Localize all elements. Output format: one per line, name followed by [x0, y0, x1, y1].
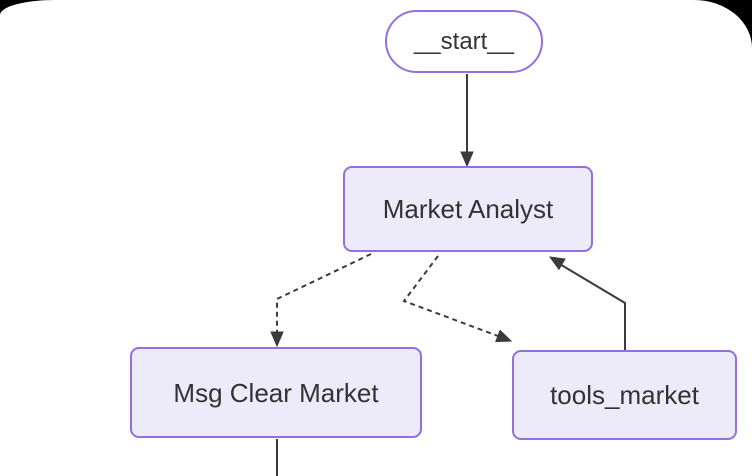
node-start: __start__	[385, 10, 543, 73]
edge-line	[276, 253, 372, 334]
edge-market-analyst-to-msg-clear-market	[270, 253, 372, 348]
edge-line	[557, 262, 626, 350]
node-market-analyst: Market Analyst	[343, 166, 593, 252]
arrowhead-down-icon	[270, 331, 284, 348]
edge-tools-market-to-market-analyst	[548, 256, 626, 350]
edge-market-analyst-to-tools-market	[402, 255, 513, 343]
node-tools-market: tools_market	[512, 350, 737, 440]
edge-start-to-market-analyst	[460, 74, 474, 168]
arrowhead-down-icon	[460, 151, 474, 168]
arrowhead-up-icon	[548, 256, 566, 271]
edge-line	[402, 255, 499, 337]
node-msg-clear-market: Msg Clear Market	[130, 347, 422, 438]
arrowhead-right-icon	[495, 329, 513, 343]
